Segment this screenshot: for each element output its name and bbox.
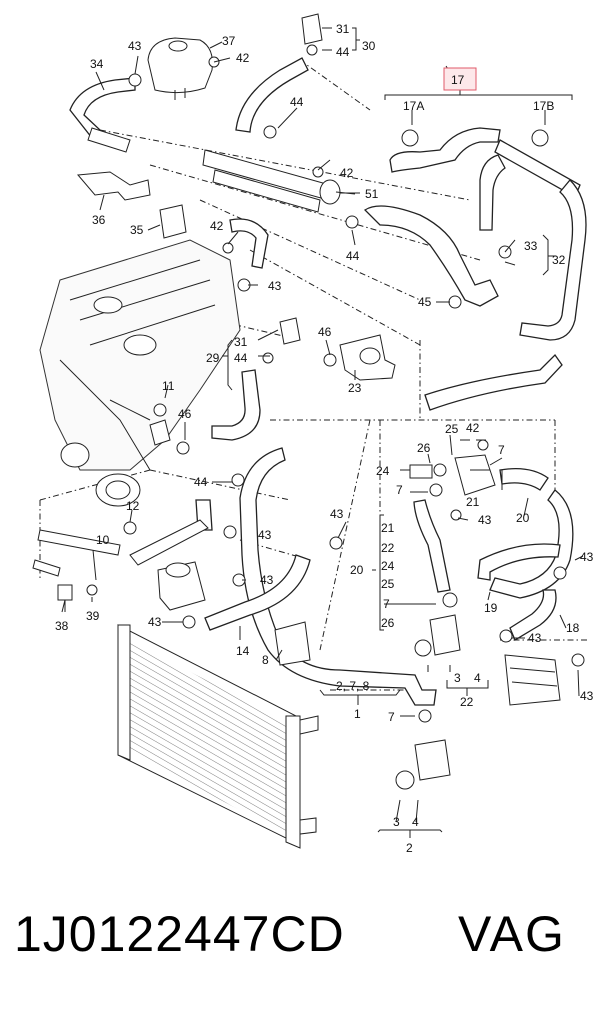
radiator <box>117 624 319 849</box>
callout-21: 21 <box>466 495 480 509</box>
callout-43: 43 <box>268 279 282 293</box>
callout-45: 45 <box>418 295 432 309</box>
callout-17a: 17A <box>403 99 424 113</box>
callout-3: 3 <box>393 815 400 829</box>
group-20-item: 25 <box>381 577 395 591</box>
callout-17b: 17B <box>533 99 554 113</box>
callout-51: 51 <box>365 187 379 201</box>
callout-2: 2 <box>406 841 413 855</box>
callout-14: 14 <box>236 644 250 658</box>
callout-37: 37 <box>222 34 236 48</box>
callout-43: 43 <box>528 631 542 645</box>
callout-31: 31 <box>336 22 350 36</box>
callout-44: 44 <box>194 475 208 489</box>
hose-clamps <box>123 44 585 723</box>
callout-labels: 31 44 30 43 37 42 34 44 17 17A 17B 42 51… <box>55 22 594 855</box>
callout-7: 7 <box>396 483 403 497</box>
group-20-item: 24 <box>381 559 395 573</box>
callout-36: 36 <box>92 213 106 227</box>
callout-42: 42 <box>210 219 224 233</box>
callout-20: 20 <box>516 511 530 525</box>
callout-12: 12 <box>126 499 140 513</box>
expansion-tank <box>147 37 213 100</box>
callout-43: 43 <box>478 513 492 527</box>
callout-31: 31 <box>234 335 248 349</box>
callout-33: 33 <box>524 239 538 253</box>
footer: 1J0122447CD VAG <box>0 905 600 995</box>
callout-43: 43 <box>580 550 594 564</box>
callout-34: 34 <box>90 57 104 71</box>
callout-44: 44 <box>290 95 304 109</box>
coolant-hoses <box>32 57 587 706</box>
callout-46: 46 <box>318 325 332 339</box>
callout-39: 39 <box>86 609 100 623</box>
group-20-item: 21 <box>381 521 395 535</box>
group-20-label: 20 <box>350 563 364 577</box>
callout-8: 8 <box>262 653 269 667</box>
callout-38: 38 <box>55 619 69 633</box>
callout-42: 42 <box>340 166 354 180</box>
callout-42: 42 <box>466 421 480 435</box>
callout-7: 7 <box>388 710 395 724</box>
callout-46: 46 <box>178 407 192 421</box>
highlight-box-17 <box>443 67 477 91</box>
callout-44: 44 <box>234 351 248 365</box>
callout-43: 43 <box>148 615 162 629</box>
callout-42: 42 <box>236 51 250 65</box>
callout-19: 19 <box>484 601 498 615</box>
callout-7: 7 <box>383 597 390 611</box>
brand-name: VAG <box>458 906 566 962</box>
callout-43: 43 <box>260 573 274 587</box>
group-20-item: 22 <box>381 541 395 555</box>
callout-4: 4 <box>474 671 481 685</box>
callout-35: 35 <box>130 223 144 237</box>
engine-block <box>39 239 241 507</box>
group-20-item: 26 <box>381 616 395 630</box>
callout-17: 17 <box>451 73 465 87</box>
callout-43: 43 <box>128 39 142 53</box>
callout-26: 26 <box>417 441 431 455</box>
callout-44: 44 <box>346 249 360 263</box>
callout-4: 4 <box>412 815 419 829</box>
callout-7: 7 <box>498 443 505 457</box>
callout-10: 10 <box>96 533 110 547</box>
callout-18: 18 <box>566 621 580 635</box>
fittings <box>57 13 561 790</box>
callout-43: 43 <box>330 507 344 521</box>
coolant-hose-diagram: 31 44 30 43 37 42 34 44 17 17A 17B 42 51… <box>32 13 594 855</box>
callout-29: 29 <box>206 351 220 365</box>
callout-30: 30 <box>362 39 376 53</box>
callout-25: 25 <box>445 422 459 436</box>
callout-22: 22 <box>460 695 474 709</box>
callout-23: 23 <box>348 381 362 395</box>
callout-44: 44 <box>336 45 350 59</box>
callout-11: 11 <box>162 379 175 393</box>
callout-43: 43 <box>258 528 272 542</box>
callout-24: 24 <box>376 464 390 478</box>
callout-32: 32 <box>552 253 566 267</box>
part-number: 1J0122447CD <box>14 906 345 962</box>
leader-lines <box>61 27 584 838</box>
callout-2-7-8: 2, 7, 8 <box>336 679 370 693</box>
callout-43: 43 <box>580 689 594 703</box>
callout-1: 1 <box>354 707 361 721</box>
callout-3: 3 <box>454 671 461 685</box>
